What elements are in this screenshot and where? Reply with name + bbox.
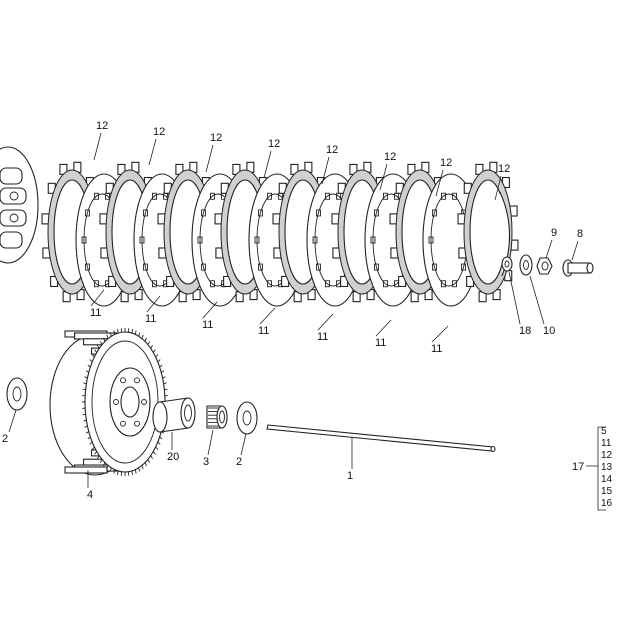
callout-12-label: 12 — [153, 126, 165, 138]
callout-leader — [379, 163, 388, 191]
callout-8-label: 8 — [577, 228, 583, 240]
callout-leader — [529, 275, 545, 325]
callout-2-label: 2 — [236, 456, 242, 468]
callout-leader — [494, 175, 502, 201]
callout-2-label: 2 — [2, 433, 8, 445]
push-rod-1 — [266, 424, 496, 453]
kit-item-5: 5 — [601, 426, 607, 437]
callout-leader — [205, 144, 214, 173]
callout-leader — [259, 307, 276, 325]
callout-12-label: 12 — [326, 144, 338, 156]
kit-item-13: 13 — [601, 462, 613, 473]
bolt-8 — [562, 259, 594, 277]
callout-leader — [148, 138, 157, 166]
nut-9 — [536, 257, 553, 275]
callout-12-label: 12 — [440, 157, 452, 169]
callout-12-label: 12 — [498, 163, 510, 175]
bushing-20 — [152, 397, 196, 433]
callout-leader — [263, 150, 272, 179]
washer-2-right — [236, 401, 258, 435]
clutch-hub-partial — [0, 146, 39, 264]
callout-leader — [317, 313, 334, 331]
callout-11-label: 11 — [317, 331, 328, 343]
kit-item-16: 16 — [601, 498, 613, 509]
callout-leader — [435, 169, 444, 197]
kit-item-14: 14 — [601, 474, 613, 485]
friction-plate-8 — [457, 161, 519, 303]
callout-leader — [202, 301, 218, 319]
needle-bearing-3 — [206, 405, 228, 429]
callout-4-label: 4 — [87, 489, 93, 501]
callout-leader — [240, 433, 247, 456]
callout-12-label: 12 — [210, 132, 222, 144]
clutch-plate-stack — [41, 161, 519, 307]
callout-10-label: 10 — [543, 325, 555, 337]
washer-18 — [501, 256, 513, 272]
clutch-basket-4 — [49, 328, 168, 476]
callout-leader — [90, 289, 105, 307]
callout-1-label: 1 — [347, 470, 353, 482]
callout-leader — [431, 325, 449, 343]
kit-item-15: 15 — [601, 486, 613, 497]
callout-20-label: 20 — [167, 451, 179, 463]
kit-item-12: 12 — [601, 450, 613, 461]
callout-leader — [508, 271, 521, 325]
callout-11-label: 11 — [375, 337, 386, 349]
callout-17-label: 17 — [572, 461, 584, 473]
callout-9-label: 9 — [551, 227, 557, 239]
callout-leader — [146, 295, 161, 313]
callout-11-label: 11 — [431, 343, 442, 355]
callout-11-label: 11 — [202, 319, 213, 331]
callout-leader — [8, 409, 17, 433]
callout-11-label: 11 — [145, 313, 156, 325]
callout-leader — [93, 132, 102, 161]
callout-12-label: 12 — [96, 120, 108, 132]
callout-leader — [207, 429, 214, 456]
callout-leader — [375, 319, 392, 337]
callout-18-label: 18 — [519, 325, 531, 337]
callout-12-label: 12 — [268, 138, 280, 150]
callout-leader — [545, 239, 553, 259]
kit-item-11: 11 — [601, 438, 612, 449]
callout-3-label: 3 — [203, 456, 209, 468]
callout-11-label: 11 — [90, 307, 101, 319]
callout-leader — [321, 156, 330, 185]
washer-2-left — [6, 377, 28, 411]
callout-leader — [571, 240, 579, 261]
washer-10 — [519, 254, 533, 276]
callout-11-label: 11 — [258, 325, 269, 337]
callout-12-label: 12 — [384, 151, 396, 163]
